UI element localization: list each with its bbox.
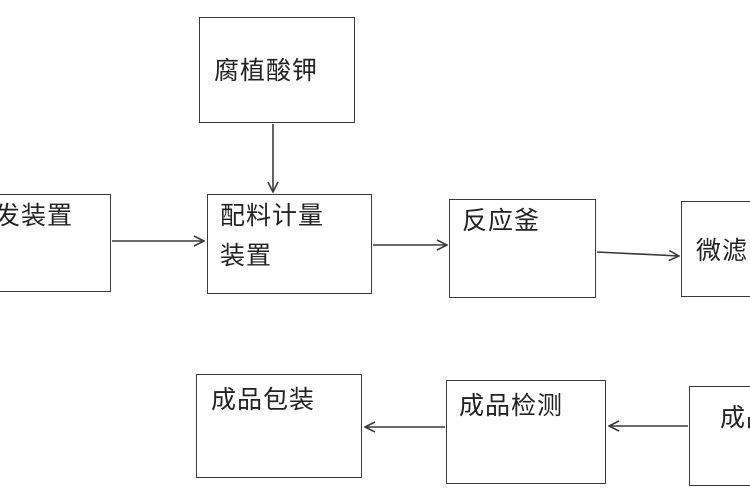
arrow-reactor-to-microfilter xyxy=(596,252,679,256)
node-potassium-humate-label: 腐植酸钾 xyxy=(214,56,319,85)
node-batching-device: 配料计量 装置 xyxy=(207,194,372,294)
node-inspection-label: 成品检测 xyxy=(459,391,564,420)
node-reactor: 反应釜 xyxy=(449,199,596,298)
node-packaging: 成品包装 xyxy=(196,374,362,478)
node-packaging-label: 成品包装 xyxy=(211,385,316,414)
node-batching-device-line1: 配料计量 xyxy=(220,201,325,230)
node-product-label: 成品 xyxy=(720,403,750,432)
node-inspection: 成品检测 xyxy=(446,380,606,484)
node-microfilter-label: 微滤 xyxy=(696,236,749,265)
node-microfilter: 微滤 xyxy=(681,201,750,297)
node-left-device: 发装置 xyxy=(0,194,111,292)
node-reactor-label: 反应釜 xyxy=(462,206,541,235)
node-batching-device-line2: 装置 xyxy=(220,241,273,270)
node-product: 成品 xyxy=(689,386,750,486)
node-left-device-label: 发装置 xyxy=(0,201,74,230)
node-potassium-humate: 腐植酸钾 xyxy=(199,17,355,123)
